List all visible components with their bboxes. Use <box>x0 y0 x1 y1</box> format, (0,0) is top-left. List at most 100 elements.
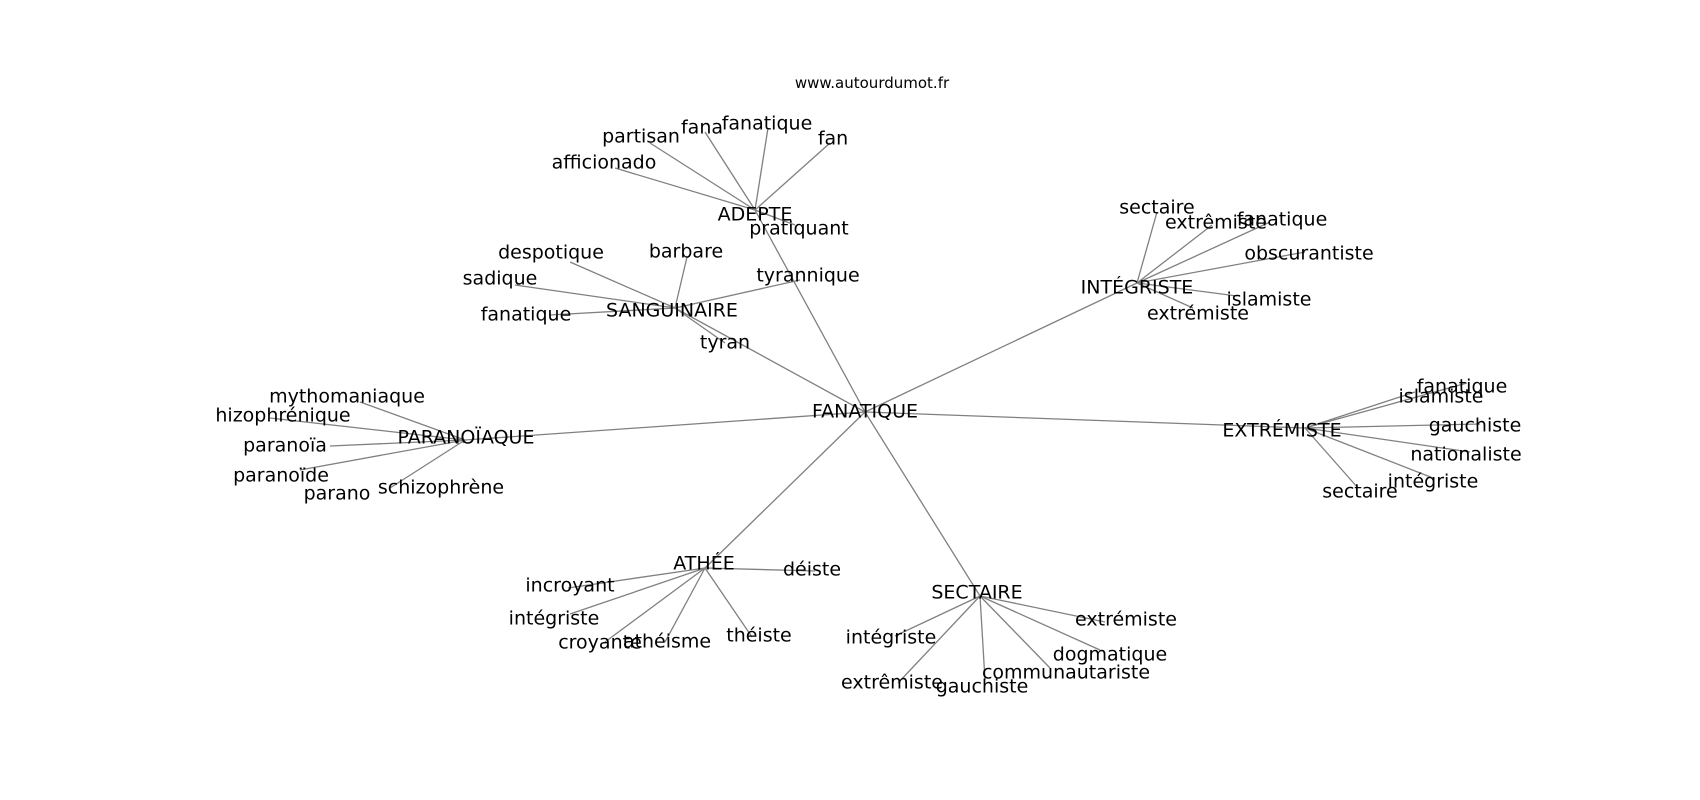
edge-extremiste-leaf <box>1304 427 1471 453</box>
source-watermark: www.autourdumot.fr <box>795 74 950 92</box>
leaf-node-label: dogmatique <box>1053 644 1167 666</box>
leaf-node-label: fana <box>681 117 723 139</box>
edge-adepte-leaf <box>704 131 756 211</box>
leaf-node-label: islamiste <box>1399 386 1484 408</box>
cluster-node-adepte: ADEPTE <box>718 204 793 226</box>
leaf-node-label: croyante <box>558 632 642 654</box>
edge-extremiste-leaf <box>1304 427 1359 489</box>
edge-center-extremiste <box>864 411 1306 429</box>
leaf-node-label: gauchiste <box>1429 415 1522 437</box>
edge-sectaire-leaf <box>979 595 986 681</box>
cluster-node-athee: ATHÉE <box>673 552 734 575</box>
edge-center-paranoiaque <box>464 411 866 441</box>
leaf-node-label: sadique <box>463 268 538 290</box>
leaf-node-label: fanatique <box>1237 209 1328 231</box>
edge-integriste-leaf <box>1136 221 1271 284</box>
edge-sanguinaire-leaf <box>514 284 676 309</box>
leaf-node-label: intégriste <box>846 627 937 649</box>
leaf-node-label: mythomaniaque <box>269 386 425 408</box>
center-node-label: FANATIQUE <box>812 401 918 423</box>
leaf-node-label: paranoïa <box>243 435 327 457</box>
cluster-node-sanguinaire: SANGUINAIRE <box>606 300 738 322</box>
edge-extremiste-leaf <box>1304 423 1481 429</box>
leaf-node-label: communautariste <box>982 662 1150 684</box>
leaf-node-label: intégriste <box>509 608 600 630</box>
edge-sectaire-leaf <box>979 595 1106 623</box>
edge-integriste-leaf <box>1136 282 1238 297</box>
edge-extremiste-leaf <box>1304 391 1416 429</box>
edge-center-sanguinaire <box>674 307 866 413</box>
edge-athee-leaf <box>604 567 706 643</box>
leaf-node-label: pratiquant <box>749 218 848 240</box>
edge-athee-leaf <box>569 567 706 615</box>
graph-edges <box>269 127 1481 684</box>
leaf-node-label: extrêmiste <box>841 672 943 694</box>
edge-integriste-leaf <box>1136 251 1306 284</box>
leaf-node-label: despotique <box>498 242 604 264</box>
leaf-node-label: paranoïde <box>233 465 329 487</box>
edge-paranoiaque-leaf <box>359 401 466 441</box>
edge-athee-leaf <box>704 567 753 638</box>
leaf-node-label: incroyant <box>525 575 614 597</box>
cluster-node-extremiste: EXTRÉMISTE <box>1222 419 1341 442</box>
edge-sanguinaire-leaf <box>674 279 801 309</box>
cluster-node-sectaire: SECTAIRE <box>931 582 1022 604</box>
edge-sectaire-leaf <box>979 595 1101 651</box>
leaf-node-label: tyran <box>700 332 750 354</box>
leaf-node-label: fanatique <box>722 113 813 135</box>
leaf-node-label: sectaire <box>1119 197 1195 219</box>
leaf-node-label: fanatique <box>1417 376 1508 398</box>
edge-sectaire-leaf <box>979 595 1051 669</box>
edge-adepte-leaf <box>754 127 769 211</box>
edge-extremiste-leaf <box>1304 427 1434 479</box>
edge-athee-leaf <box>567 567 706 589</box>
leaf-node-label: barbare <box>649 241 723 263</box>
edge-center-sectaire <box>864 411 981 597</box>
edge-center-adepte <box>754 209 866 413</box>
leaf-node-label: tyrannique <box>756 265 859 287</box>
leaf-node-label: extrémiste <box>1147 303 1249 325</box>
edge-sanguinaire-leaf <box>674 307 726 344</box>
edge-paranoiaque-leaf <box>389 439 466 489</box>
edge-integriste-leaf <box>1136 211 1158 284</box>
edge-adepte-leaf <box>649 142 756 211</box>
leaf-node-label: parano <box>304 483 371 505</box>
edge-integriste-leaf <box>1136 224 1213 284</box>
leaf-node-label: islamiste <box>1227 289 1312 311</box>
leaf-node-label: schizophrène <box>378 477 504 499</box>
leaf-node-label: sectaire <box>1322 481 1398 503</box>
edge-paranoiaque-leaf <box>462 439 466 444</box>
edge-integriste-leaf <box>1136 282 1194 309</box>
leaf-node-label: obscurantiste <box>1244 243 1373 265</box>
leaf-node-label: hizophrénique <box>215 405 350 427</box>
edge-center-integriste <box>864 282 1138 413</box>
edge-center-athee <box>704 411 866 569</box>
leaf-node-label: afficionado <box>552 152 657 174</box>
leaf-node-label: fanatique <box>481 304 572 326</box>
cluster-node-paranoiaque: PARANOÏAQUE <box>398 426 535 449</box>
cluster-node-integriste: INTÉGRISTE <box>1081 276 1194 299</box>
leaf-node-label: athéisme <box>623 631 711 653</box>
leaf-node-label: fan <box>818 128 848 150</box>
leaf-node-label: intégriste <box>1388 471 1479 493</box>
leaf-node-label: nationaliste <box>1410 444 1521 466</box>
edge-paranoiaque-leaf <box>329 439 466 447</box>
edge-sanguinaire-leaf <box>569 261 676 309</box>
edge-extremiste-leaf <box>1304 382 1468 429</box>
edge-sanguinaire-leaf <box>549 307 676 316</box>
edge-adepte-leaf <box>614 167 756 211</box>
leaf-node-label: déiste <box>783 559 841 581</box>
leaf-node-label: gauchiste <box>936 676 1029 698</box>
leaf-node-label: partisan <box>602 126 680 148</box>
leaf-node-label: théiste <box>726 625 792 647</box>
edge-athee-leaf <box>704 567 816 572</box>
edge-paranoiaque-leaf <box>269 417 466 441</box>
edge-sectaire-leaf <box>894 595 981 637</box>
edge-paranoiaque-leaf <box>299 439 466 471</box>
leaf-node-label: extrêmiste <box>1165 212 1267 234</box>
edge-athee-leaf <box>664 567 706 643</box>
edge-sanguinaire-leaf <box>674 256 688 309</box>
edge-adepte-leaf <box>754 142 831 211</box>
